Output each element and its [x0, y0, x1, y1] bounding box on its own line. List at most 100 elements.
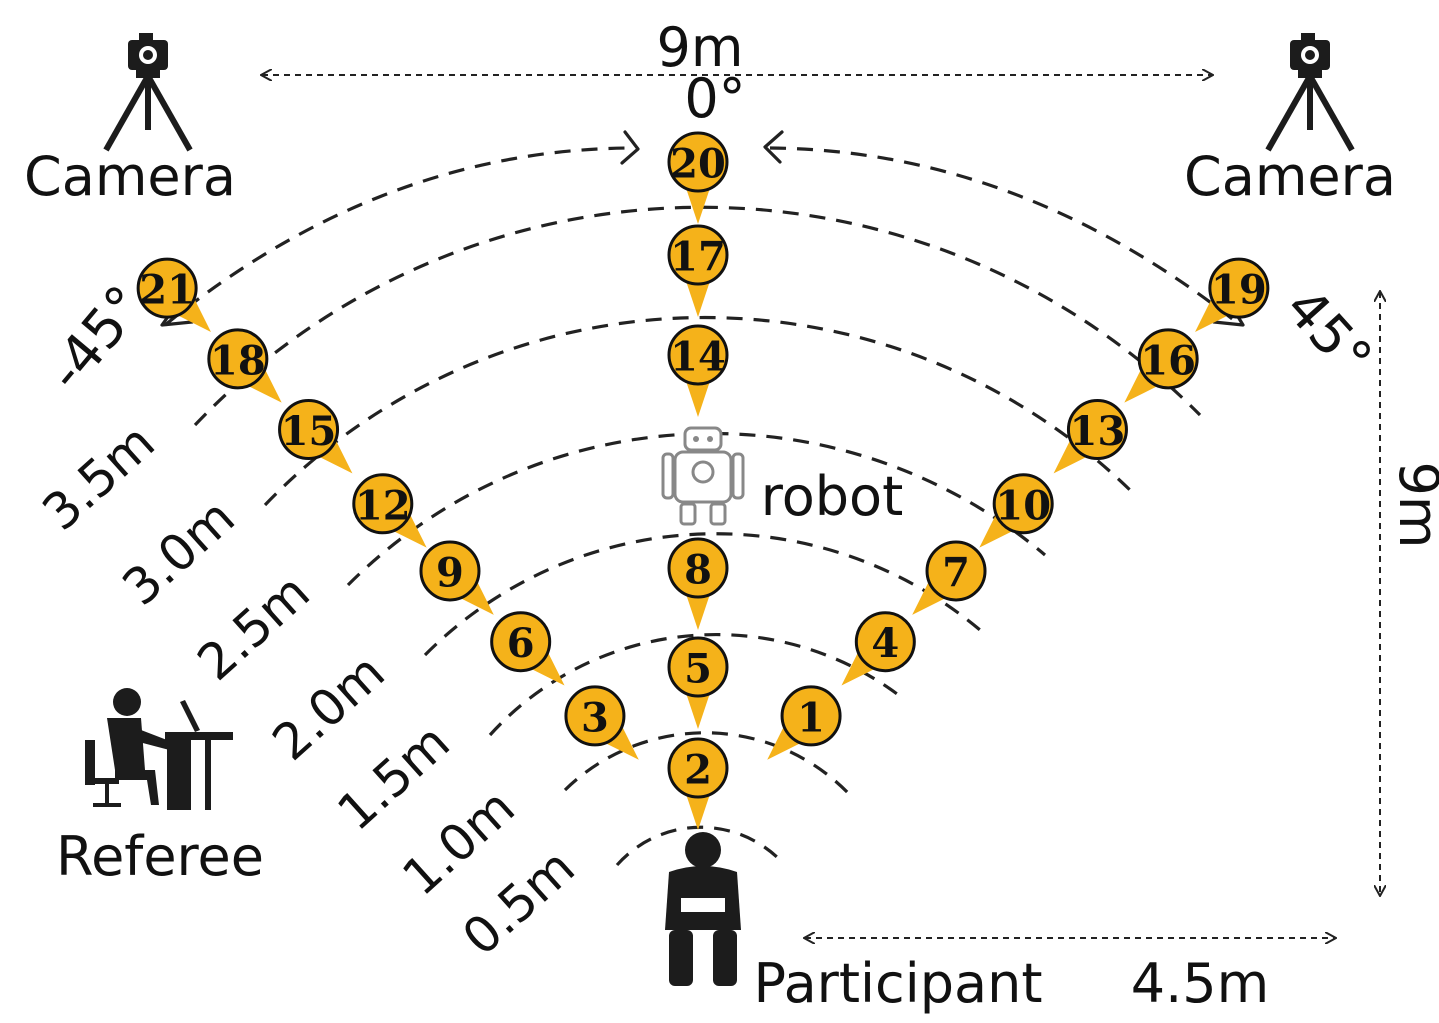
marker-number: 18 [210, 337, 266, 384]
marker-circle [352, 473, 414, 535]
arc-3.5m [193, 205, 1202, 427]
marker-circle [1208, 257, 1270, 319]
position-marker: 16 [1124, 328, 1199, 403]
position-marker: 15 [278, 399, 353, 474]
marker-pin [684, 588, 712, 630]
marker-number: 5 [684, 646, 712, 693]
participant-label: Participant [753, 952, 1042, 1015]
participant-seated-icon [665, 832, 741, 986]
marker-circle [667, 537, 729, 599]
marker-number: 20 [670, 141, 726, 188]
position-marker: 6 [490, 611, 565, 686]
arc-1.0m [563, 731, 852, 797]
referee: Referee [56, 688, 264, 888]
referee-at-desk-icon [85, 688, 233, 810]
marker-circle [925, 540, 987, 602]
camera-right: Camera [1184, 33, 1396, 208]
camera-tripod-icon [103, 33, 193, 152]
top-width-label: 9m [657, 16, 744, 79]
marker-circle [780, 685, 842, 747]
sweep-arrow-right [769, 146, 1241, 327]
robot: robot [661, 426, 904, 528]
marker-number: 9 [436, 549, 464, 596]
marker-circle [667, 737, 729, 799]
position-marker: 10 [979, 473, 1054, 548]
marker-pin [684, 275, 712, 317]
angle-center-label: 0° [684, 67, 745, 130]
position-marker: 14 [667, 324, 729, 417]
position-marker: 18 [207, 328, 282, 403]
marker-number: 16 [1140, 337, 1196, 384]
marker-number: 14 [670, 334, 726, 381]
marker-number: 15 [281, 408, 337, 455]
marker-circle [564, 685, 626, 747]
marker-pin [684, 687, 712, 729]
position-marker: 13 [1053, 399, 1128, 474]
position-marker: 20 [667, 131, 729, 224]
marker-number: 21 [139, 267, 195, 314]
position-marker: 1 [767, 685, 842, 760]
position-marker: 2 [667, 737, 729, 830]
marker-circle [992, 473, 1054, 535]
marker-circle [278, 399, 340, 461]
marker-pin [684, 788, 712, 830]
sweep-arrow-left [163, 146, 631, 327]
referee-label: Referee [56, 825, 264, 888]
position-marker: 17 [667, 224, 729, 317]
marker-number: 1 [797, 694, 825, 741]
marker-number: 8 [684, 547, 712, 594]
robot-icon [661, 426, 745, 526]
marker-circle [1137, 328, 1199, 390]
position-marker: 12 [352, 473, 427, 548]
distance-label: 2.5m [187, 563, 321, 692]
marker-circle [207, 328, 269, 390]
position-marker: 21 [136, 257, 211, 332]
distance-label: 3.5m [32, 413, 166, 542]
marker-circle [419, 540, 481, 602]
side-height-label: 9m [1387, 462, 1439, 549]
arc-2.0m [423, 532, 982, 657]
camera-left-label: Camera [24, 145, 236, 208]
marker-number: 6 [507, 620, 535, 667]
distance-label: 3.0m [112, 488, 246, 617]
marker-number: 2 [684, 747, 712, 794]
participant: Participant [665, 832, 1043, 1015]
marker-pin [684, 182, 712, 224]
marker-circle [1066, 399, 1128, 461]
marker-number: 3 [581, 694, 609, 741]
marker-circle [667, 324, 729, 386]
camera-tripod-icon [1265, 33, 1355, 152]
marker-circle [490, 611, 552, 673]
camera-right-label: Camera [1184, 145, 1396, 208]
distance-label: 2.0m [262, 643, 396, 772]
arc-1.5m [488, 632, 906, 737]
marker-number: 13 [1070, 408, 1126, 455]
marker-circle [854, 611, 916, 673]
arc-3.0m [263, 315, 1132, 507]
position-marker: 19 [1195, 257, 1270, 332]
dimension-lines [262, 75, 1380, 938]
angle-right-label: 45° [1273, 276, 1384, 389]
marker-number: 17 [670, 234, 726, 281]
position-marker: 7 [912, 540, 987, 615]
marker-circle [667, 636, 729, 698]
marker-number: 19 [1211, 267, 1267, 314]
marker-number: 4 [871, 620, 899, 667]
marker-circle [136, 257, 198, 319]
bottom-width-label: 4.5m [1131, 952, 1269, 1015]
marker-number: 7 [942, 549, 970, 596]
marker-circle [667, 224, 729, 286]
marker-number: 10 [995, 482, 1051, 529]
position-marker: 8 [667, 537, 729, 630]
marker-circle [667, 131, 729, 193]
camera-left: Camera [24, 33, 236, 208]
position-marker: 4 [841, 611, 916, 686]
marker-pin [684, 375, 712, 417]
position-marker: 5 [667, 636, 729, 729]
marker-number: 12 [355, 482, 411, 529]
robot-label: robot [761, 465, 904, 528]
position-marker: 3 [564, 685, 639, 760]
position-marker: 9 [419, 540, 494, 615]
